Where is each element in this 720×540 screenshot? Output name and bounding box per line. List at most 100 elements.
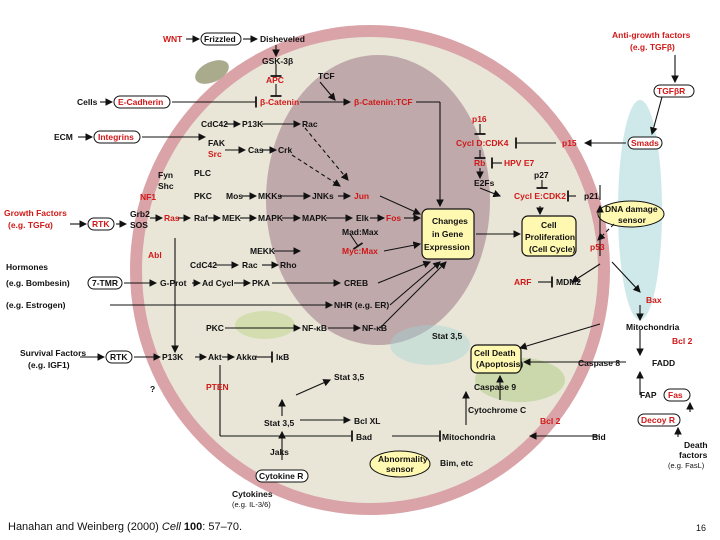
node-mos: Mos [226,191,243,201]
node-apoptosis: (Apoptosis) [476,359,523,369]
page-number: 16 [696,523,707,533]
node-p16: p16 [472,114,487,124]
node-elk: Elk [356,213,369,223]
node-stat35-b: Stat 3,5 [334,372,365,382]
node-q: ? [150,384,155,394]
node-abnormality: Abnormality [378,454,428,464]
node-nhr: NHR (e.g. ER) [334,300,389,310]
ecadherin-box [113,95,171,109]
node-fadd: FADD [652,358,675,368]
node-adcycl: Ad Cycl [202,278,234,288]
node-e2fs: E2Fs [474,178,495,188]
node-cdc42-low: CdC42 [190,260,217,270]
node-tgfb: (e.g. TGFβ) [630,42,675,52]
node-jun: Jun [354,191,369,201]
node-p53: p53 [590,242,605,252]
node-survival: Survival Factors [20,348,86,358]
node-casp8: Caspase 8 [578,358,620,368]
node-cytokines: Cytokines [232,489,273,499]
node-pkc-low: PKC [206,323,224,333]
node-changes-3: Expression [424,242,470,252]
node-apc: APC [266,75,284,85]
node-changes-1: Changes [432,216,468,226]
node-stat35-c: Stat 3,5 [264,418,295,428]
node-growth-factors: Growth Factors [4,208,67,218]
node-cdc42-top: CdC42 [201,119,228,129]
organelle-mito-left [195,60,229,84]
tmr-box [87,276,123,290]
node-bcl2-right: Bcl 2 [672,336,693,346]
node-mycmax: Myc:Max [342,246,378,256]
node-arf: ARF [514,277,531,287]
node-bclxl: Bcl XL [354,416,380,426]
node-mdm2: MDM2 [556,277,581,287]
node-changes-2: in Gene [432,229,463,239]
node-rac-top: Rac [302,119,318,129]
node-dna-sensor: sensor [618,215,647,225]
node-prolif-1: Cell [541,220,557,230]
node-nfkb1: NF-κB [302,323,327,333]
node-mapk1: MAPK [258,213,284,223]
node-p13k-low: P13K [162,352,184,362]
node-antigrowth: Anti-growth factors [612,30,691,40]
citation-journal: Cell [161,521,181,533]
node-bcatenin-tcf: β-Catenin:TCF [354,97,413,107]
node-abl: Abl [148,250,162,260]
node-p15: p15 [562,138,577,148]
citation-volume: 100 [183,521,203,533]
node-madmax: Mad:Max [342,227,379,237]
node-pka: PKA [252,278,270,288]
node-p21: p21 [584,191,599,201]
node-disheveled: Disheveled [260,34,305,44]
abnormality-sensor-oval [369,450,431,478]
tgfbr-box [653,84,695,98]
node-ras: Ras [164,213,180,223]
citation-caption: Hanahan and Weinberg (2000) Cell 100: 57… [8,521,242,533]
fas-box [663,388,691,402]
node-fasl: (e.g. FasL) [668,461,705,470]
cytokine-r-box [255,469,309,483]
gene-expression-box [421,208,475,260]
node-cells: Cells [77,97,98,107]
node-fas: Fas [668,390,683,400]
node-smads: Smads [631,138,659,148]
node-il36: (e.g. IL-3/6) [232,500,271,509]
node-cytokine-r: Cytokine R [259,471,303,481]
node-fos: Fos [386,213,401,223]
node-mito-right: Mitochondria [626,322,680,332]
node-mito-low: Mitochondria [442,432,496,442]
node-frizzled: Frizzled [204,34,236,44]
node-prolif-2: Proliferation [525,232,575,242]
node-bcatenin: β-Catenin [260,97,299,107]
node-nf1: NF1 [140,192,156,202]
node-integrins: Integrins [98,132,134,142]
node-rb: Rb [474,158,485,168]
node-bid: Bid [592,432,606,442]
nucleus [266,55,490,345]
node-akt: Akt [208,352,222,362]
cell-death-box [470,344,522,374]
node-bim: Bim, etc [440,458,473,468]
node-creb: CREB [344,278,368,288]
node-wnt: WNT [163,34,183,44]
node-cyce: Cycl E:CDK2 [514,191,566,201]
dna-damage-sensor-oval [597,200,665,228]
node-akka: Akkα [236,352,258,362]
node-prolif-3: (Cell Cycle) [529,244,575,254]
node-grb2: Grb2 [130,209,150,219]
rtk2-box [105,350,133,364]
node-sos: SOS [130,220,148,230]
node-bax: Bax [646,295,662,305]
node-death-factors-2: factors [679,450,708,460]
decoy-box [637,413,681,427]
node-mkks: MKKs [258,191,282,201]
pathway-arrows [70,35,694,460]
node-stat35-a: Stat 3,5 [432,331,463,341]
node-jaks: Jaks [270,447,289,457]
node-death: Cell Death [474,348,516,358]
node-gsk3b: GSK-3β [262,56,293,66]
node-shc: Shc [158,181,174,191]
node-p27: p27 [534,170,549,180]
node-death-factors: Death [684,440,708,450]
